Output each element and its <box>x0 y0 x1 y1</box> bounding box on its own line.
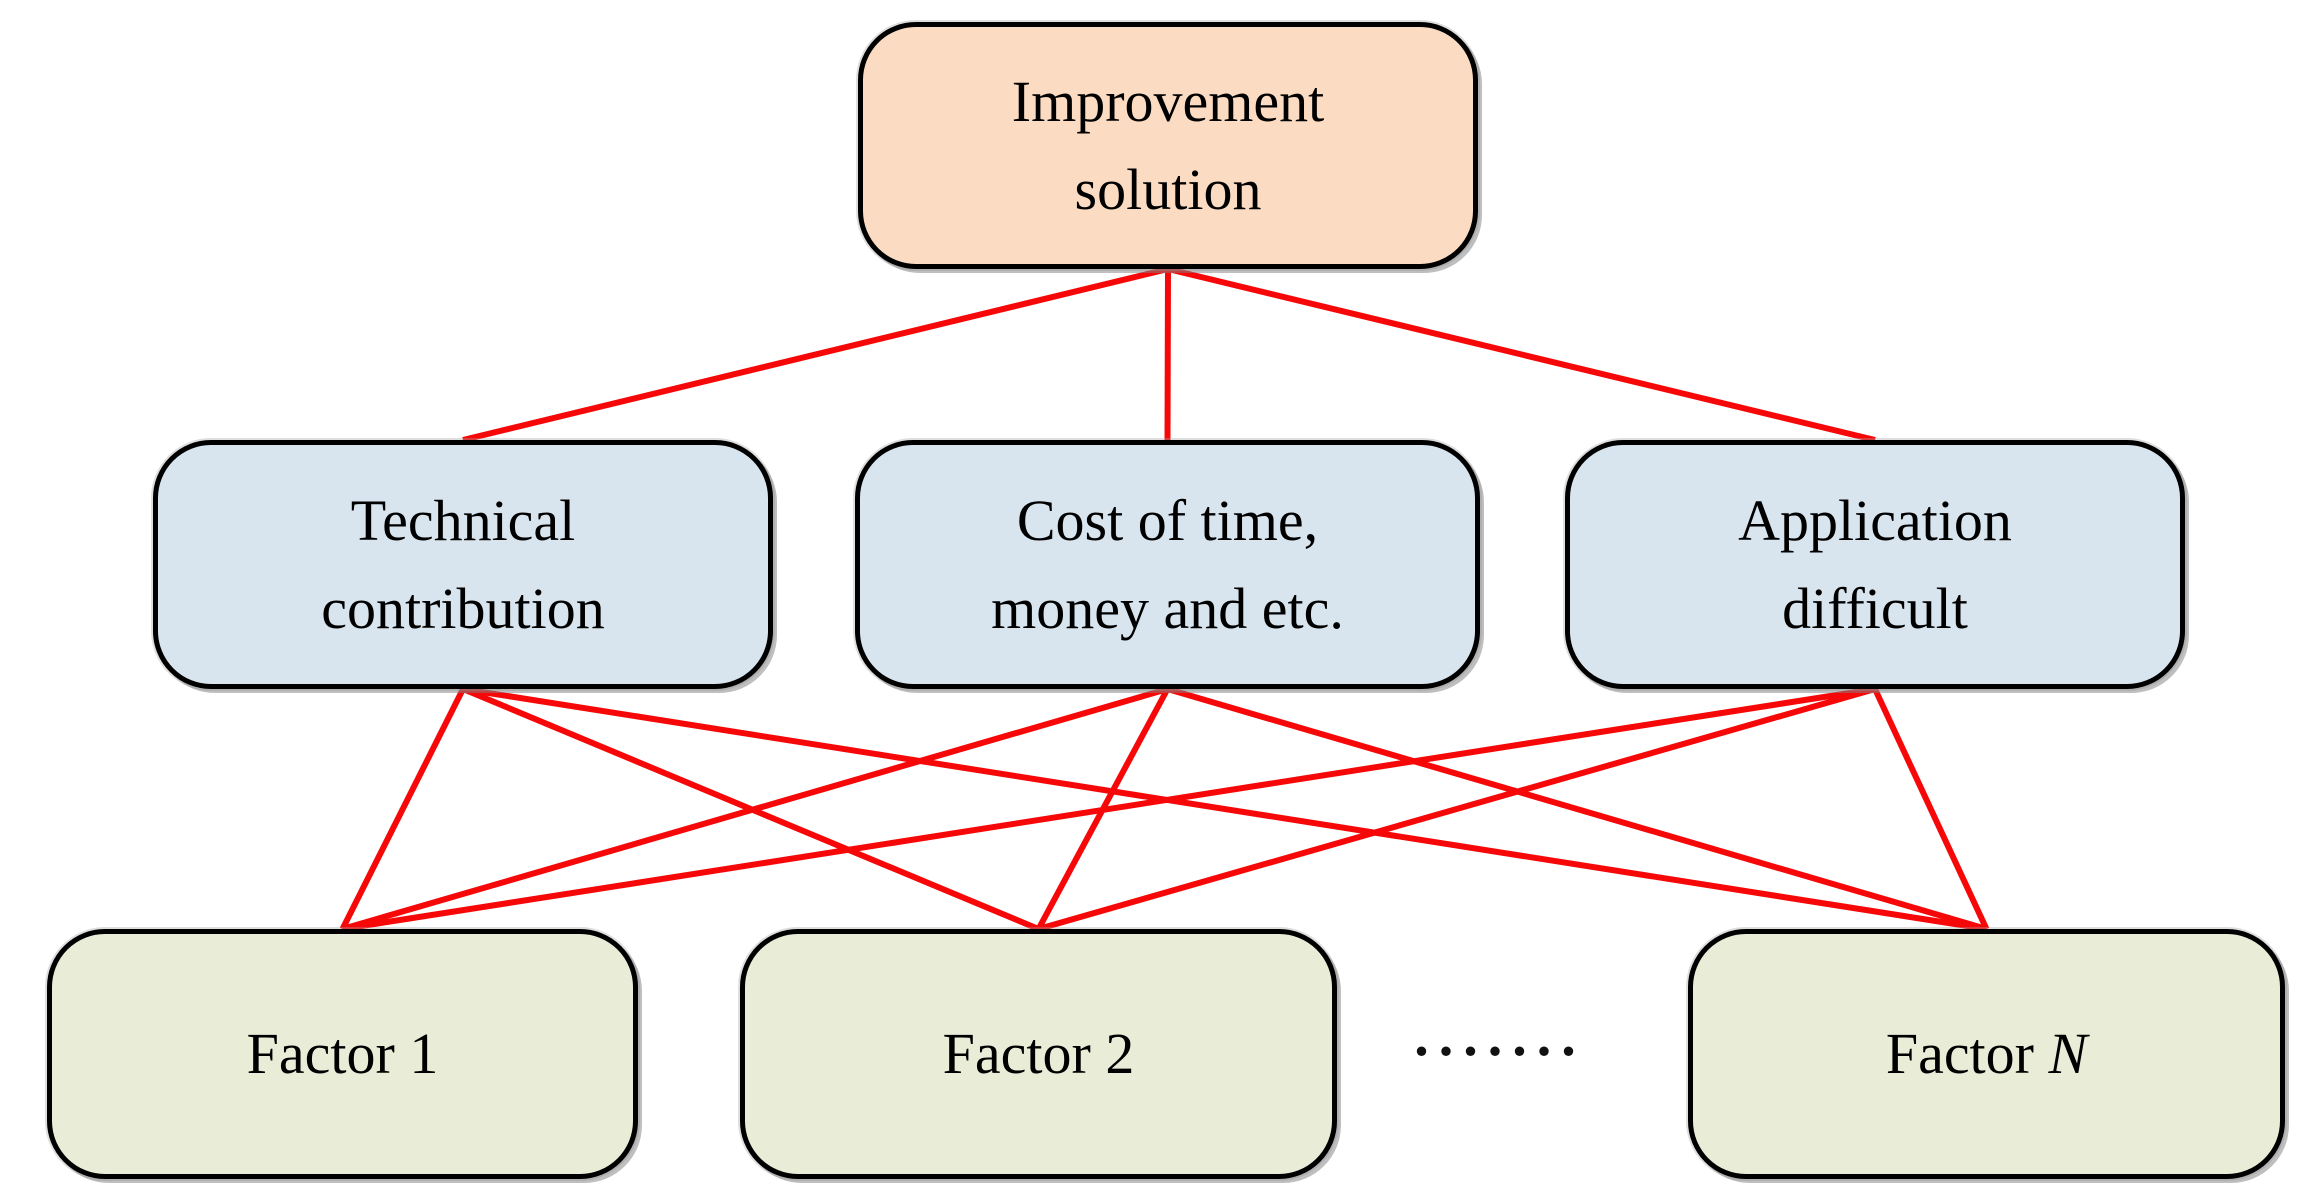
factor-node-1: Factor 1 <box>47 929 638 1179</box>
edge-goal-to-criteria2 <box>1164 268 1171 441</box>
factorN-label-variable: N <box>2048 1021 2088 1086</box>
criterion3-label-line1: Application <box>1738 487 2012 553</box>
edge-criteria1-to-factor1 <box>339 687 466 931</box>
ellipsis-dots: ....... <box>1414 1003 1586 1068</box>
criterion2-label-line2: money and etc. <box>991 575 1344 641</box>
edge-criteria3-to-factorN <box>1872 687 1990 931</box>
edge-goal-to-criteria1 <box>462 266 1169 443</box>
edge-criteria3-to-factor2 <box>1037 686 1876 932</box>
factorN-label: Factor N <box>1886 1010 2087 1098</box>
criterion3-label-line2: difficult <box>1782 575 1968 641</box>
edge-criteria2-to-factorN <box>1166 686 1988 932</box>
goal-label-line2: solution <box>1074 156 1262 222</box>
criterion-node-cost: Cost of time, money and etc. <box>855 440 1480 689</box>
criterion2-label-line1: Cost of time, <box>1016 487 1319 553</box>
factorN-label-prefix: Factor <box>1885 1021 2049 1086</box>
criterion1-label-line2: contribution <box>321 575 605 641</box>
goal-node-improvement-solution: Improvement solution <box>858 22 1478 269</box>
factor-node-2: Factor 2 <box>740 929 1337 1179</box>
criterion1-label-line1: Technical <box>350 487 576 553</box>
edge-criteria1-to-factorN <box>462 686 1987 932</box>
factor2-label: Factor 2 <box>942 1021 1135 1086</box>
factor-node-n: Factor N <box>1688 929 2285 1179</box>
edge-criteria2-to-factor1 <box>341 686 1169 932</box>
goal-label-line1: Improvement <box>1011 68 1325 134</box>
factor1-label: Factor 1 <box>246 1021 439 1086</box>
edge-goal-to-criteria3 <box>1167 266 1876 443</box>
criterion-node-application-difficult: Application difficult <box>1565 440 2185 689</box>
edge-criteria3-to-factor1 <box>342 686 1876 932</box>
criterion-node-technical-contribution: Technical contribution <box>153 440 773 689</box>
